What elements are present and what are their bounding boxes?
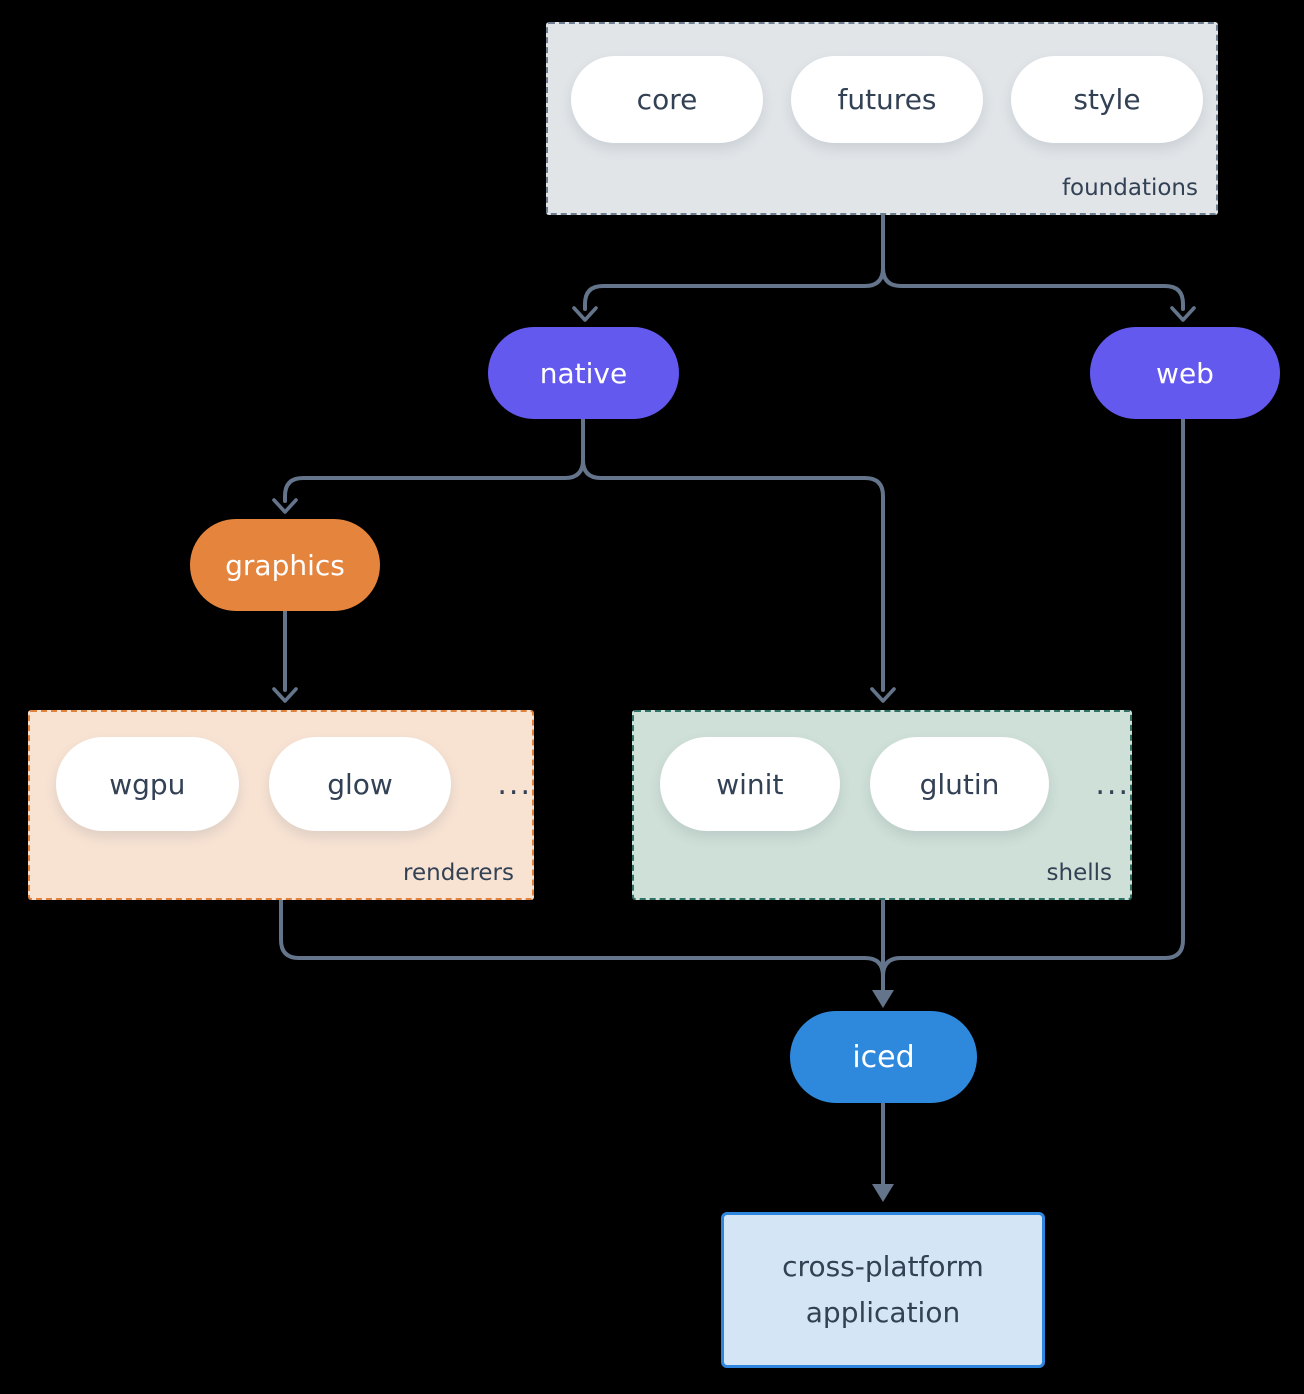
renderers-pill-row: wgpu glow ... xyxy=(30,712,532,831)
edge-native-to-graphics xyxy=(283,417,585,503)
node-winit: winit xyxy=(660,737,840,831)
edge-web-to-iced xyxy=(881,417,1185,978)
group-renderers: wgpu glow ... renderers xyxy=(28,710,534,900)
arrowhead-application xyxy=(872,1184,894,1202)
node-style: style xyxy=(1011,56,1203,143)
node-core: core xyxy=(571,56,763,143)
node-iced: iced xyxy=(790,1011,977,1103)
node-wgpu: wgpu xyxy=(56,737,239,831)
node-glutin: glutin xyxy=(869,737,1050,831)
arrowhead-iced xyxy=(872,990,894,1008)
arrowhead-shells xyxy=(870,687,896,703)
foundations-label: foundations xyxy=(1061,175,1198,201)
shells-pill-row: winit glutin ... xyxy=(634,712,1130,831)
arrowhead-web xyxy=(1170,306,1196,322)
edge-native-to-shells xyxy=(581,458,885,692)
foundations-pill-row: core futures style xyxy=(548,24,1216,143)
shells-label: shells xyxy=(1046,860,1112,886)
edge-renderers-to-iced xyxy=(279,898,885,978)
node-futures: futures xyxy=(791,56,983,143)
node-application: cross-platform application xyxy=(721,1212,1045,1368)
arrowhead-graphics xyxy=(272,498,298,514)
edge-foundations-to-native xyxy=(583,213,885,311)
edge-foundations-to-web xyxy=(881,266,1185,311)
node-native: native xyxy=(488,327,679,419)
renderers-label: renderers xyxy=(403,860,514,886)
group-foundations: core futures style foundations xyxy=(546,22,1218,215)
node-graphics: graphics xyxy=(190,519,380,611)
group-shells: winit glutin ... shells xyxy=(632,710,1132,900)
node-web: web xyxy=(1090,327,1280,419)
node-glow: glow xyxy=(268,737,452,831)
arrowhead-native xyxy=(572,306,598,322)
shells-ellipsis: ... xyxy=(1095,766,1130,802)
arrowhead-renderers xyxy=(272,687,298,703)
renderers-ellipsis: ... xyxy=(497,766,532,802)
